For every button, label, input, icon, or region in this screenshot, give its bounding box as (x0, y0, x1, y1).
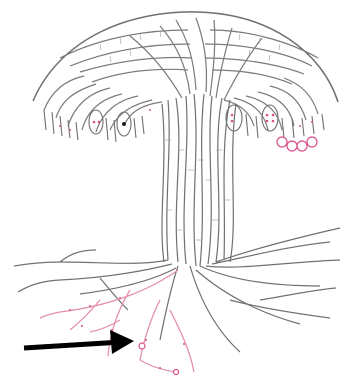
hyphal-knot-highlight (139, 343, 179, 375)
cap-hyphae (44, 18, 318, 132)
arrow-right-icon (24, 330, 134, 354)
stipe-septa (165, 140, 230, 240)
mycelium-pink (40, 270, 194, 372)
basidiospore-cluster (277, 137, 317, 151)
